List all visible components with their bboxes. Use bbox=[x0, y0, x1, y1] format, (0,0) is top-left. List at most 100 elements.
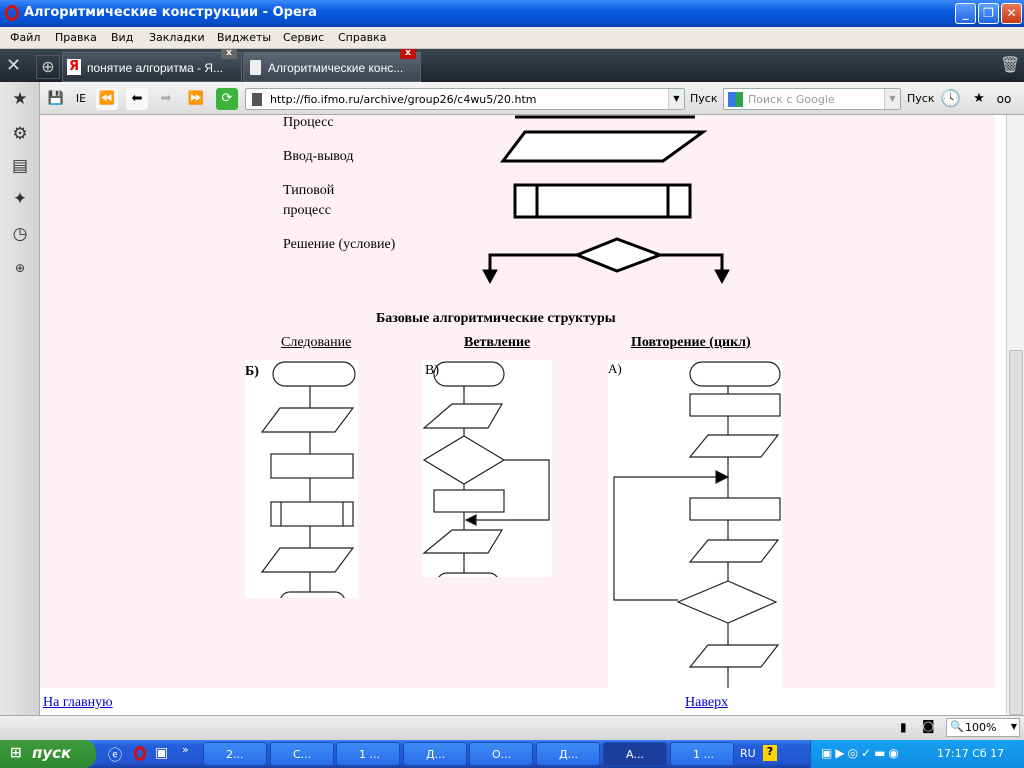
shape-label-subprocess-2: процесс bbox=[283, 203, 331, 218]
tab-yandex[interactable]: Я понятие алгоритма - Я... x bbox=[62, 49, 242, 82]
shape-label-io: Ввод-вывод bbox=[283, 149, 354, 164]
tools-icon[interactable]: ✕ bbox=[6, 55, 22, 76]
ie-quicklaunch-icon[interactable]: ⓔ bbox=[108, 748, 122, 764]
tab-close-icon[interactable]: x bbox=[221, 49, 237, 59]
yandex-icon: Я bbox=[67, 59, 81, 75]
magnifier-icon: 🔍 bbox=[950, 720, 964, 733]
menu-edit[interactable]: Правка bbox=[55, 31, 97, 44]
tab-current[interactable]: Алгоритмические конс... x bbox=[243, 49, 421, 82]
arrow-right-icon bbox=[714, 269, 730, 285]
start-button[interactable]: ⊞ пуск bbox=[0, 740, 96, 768]
search-input[interactable]: Поиск с Google ▼ bbox=[723, 88, 901, 110]
menu-tools[interactable]: Сервис bbox=[283, 31, 325, 44]
bookmark-star-icon[interactable]: ★ bbox=[973, 91, 985, 106]
opera-logo-icon bbox=[5, 5, 19, 21]
scrollbar-thumb[interactable] bbox=[1009, 350, 1023, 715]
minimize-button[interactable]: _ bbox=[955, 3, 976, 24]
search-go-button[interactable]: Пуск bbox=[907, 92, 935, 105]
go-button[interactable]: Пуск bbox=[690, 92, 718, 105]
menu-help[interactable]: Справка bbox=[338, 31, 387, 44]
widgets-satellite-icon[interactable]: ✦ bbox=[12, 189, 28, 209]
language-indicator[interactable]: RU bbox=[740, 747, 756, 760]
page-content: Процесс Ввод-вывод Типовой процесс Решен… bbox=[40, 115, 1006, 715]
close-button[interactable]: ✕ bbox=[1001, 3, 1022, 24]
tab-label: Алгоритмические конс... bbox=[268, 61, 404, 75]
opera-quicklaunch-icon[interactable] bbox=[134, 746, 146, 761]
chevron-down-icon: ▼ bbox=[1010, 722, 1017, 731]
task-label: 2... bbox=[226, 748, 244, 761]
zoom-select[interactable]: 🔍 100% ▼ bbox=[946, 718, 1020, 737]
maximize-button[interactable]: ❐ bbox=[978, 3, 999, 24]
save-quicklaunch-icon[interactable]: ▣ bbox=[155, 745, 169, 761]
menu-bar: Файл Правка Вид Закладки Виджеты Сервис … bbox=[0, 27, 1024, 49]
menu-bookmarks[interactable]: Закладки bbox=[149, 31, 205, 44]
tab-label: понятие алгоритма - Я... bbox=[87, 61, 224, 75]
section-heading: Базовые алгоритмические структуры bbox=[376, 311, 616, 326]
task-label: 1 ... bbox=[359, 748, 380, 761]
settings-gear-icon[interactable]: ⚙ bbox=[12, 124, 28, 144]
more-icon[interactable]: » bbox=[182, 743, 189, 756]
vertical-scrollbar[interactable] bbox=[1006, 115, 1024, 715]
task-button[interactable]: Д... bbox=[536, 742, 600, 766]
title-bar: Алгоритмические конструкции - Opera _ ❐ … bbox=[0, 0, 1024, 27]
help-icon[interactable]: ? bbox=[763, 745, 777, 761]
branching-flowchart-image: В) bbox=[422, 360, 552, 577]
bookmarks-star-icon[interactable]: ★ bbox=[12, 89, 28, 109]
shape-label-process: Процесс bbox=[283, 115, 334, 130]
navigation-toolbar: 💾 IE ⏪ ⬅ ➡ ⏩ ⟳ http://fio.ifmo.ru/archiv… bbox=[0, 82, 1024, 115]
reload-button[interactable]: ⟳ bbox=[216, 88, 238, 110]
task-button[interactable]: О... bbox=[469, 742, 533, 766]
fast-forward-button[interactable]: ⏩ bbox=[187, 91, 205, 106]
task-button[interactable]: 1 ... bbox=[670, 742, 734, 766]
task-button[interactable]: 1 ... bbox=[336, 742, 400, 766]
decision-shape bbox=[572, 237, 665, 273]
menu-widgets[interactable]: Виджеты bbox=[217, 31, 272, 44]
url-text: http://fio.ifmo.ru/archive/group26/c4wu5… bbox=[270, 93, 537, 106]
remote-icon[interactable]: ▮ bbox=[900, 720, 907, 734]
arrow-left-icon bbox=[482, 269, 498, 285]
rewind-button[interactable]: ⏪ bbox=[96, 88, 118, 110]
address-field[interactable]: http://fio.ifmo.ru/archive/group26/c4wu5… bbox=[245, 88, 685, 110]
search-placeholder: Поиск с Google bbox=[748, 93, 835, 106]
save-icon[interactable]: 💾 bbox=[47, 91, 65, 106]
link-branching[interactable]: Ветвление bbox=[464, 335, 531, 350]
document-icon bbox=[250, 60, 261, 75]
image-camera-icon[interactable]: ◙ bbox=[922, 719, 935, 734]
tray-icons[interactable]: ▣▶◎✓▬◉ bbox=[821, 746, 902, 760]
back-button[interactable]: ⬅ bbox=[126, 88, 148, 110]
google-icon bbox=[728, 92, 743, 107]
shape-label-subprocess-1: Типовой bbox=[283, 183, 335, 198]
task-button[interactable]: Д... bbox=[403, 742, 467, 766]
branching-tag: В) bbox=[425, 363, 439, 378]
shape-legend-diagram bbox=[482, 115, 730, 285]
link-loop[interactable]: Повторение (цикл) bbox=[631, 335, 751, 350]
sequence-tag: Б) bbox=[245, 364, 259, 379]
task-label: Д... bbox=[426, 748, 446, 761]
reader-glasses-icon[interactable]: oo bbox=[996, 92, 1012, 106]
new-tab-button[interactable]: ⊕ bbox=[36, 55, 60, 79]
add-panel-icon[interactable]: ⊕ bbox=[14, 261, 26, 275]
history-clock-icon[interactable]: 🕓 bbox=[940, 89, 962, 109]
task-button-active[interactable]: А... bbox=[603, 742, 667, 766]
shape-label-decision: Решение (условие) bbox=[283, 237, 396, 252]
address-dropdown-icon[interactable]: ▼ bbox=[668, 89, 684, 109]
link-sequence[interactable]: Следование bbox=[281, 335, 352, 350]
messages-icon[interactable]: ▤ bbox=[11, 156, 29, 176]
task-label: О... bbox=[492, 748, 512, 761]
clock: 17:17 Сб 17 bbox=[937, 747, 1005, 760]
task-button[interactable]: 2... bbox=[203, 742, 267, 766]
menu-file[interactable]: Файл bbox=[10, 31, 41, 44]
taskbar: ⊞ пуск ⓔ ▣ » 2... С... 1 ... Д... О... Д… bbox=[0, 740, 1024, 768]
search-dropdown-icon[interactable]: ▼ bbox=[884, 89, 900, 109]
ie-button[interactable]: IE bbox=[75, 92, 87, 105]
task-button[interactable]: С... bbox=[270, 742, 334, 766]
forward-button[interactable]: ➡ bbox=[160, 91, 172, 106]
side-panel: ★ ⚙ ▤ ✦ ◷ ⊕ bbox=[0, 82, 40, 715]
history-clock-icon[interactable]: ◷ bbox=[12, 224, 28, 244]
link-top[interactable]: Наверх bbox=[685, 695, 729, 710]
tab-close-icon[interactable]: x bbox=[400, 49, 416, 59]
menu-view[interactable]: Вид bbox=[111, 31, 134, 44]
trash-icon[interactable]: 🗑 bbox=[1000, 55, 1021, 74]
loop-tag: А) bbox=[608, 361, 622, 376]
link-home[interactable]: На главную bbox=[43, 695, 113, 710]
